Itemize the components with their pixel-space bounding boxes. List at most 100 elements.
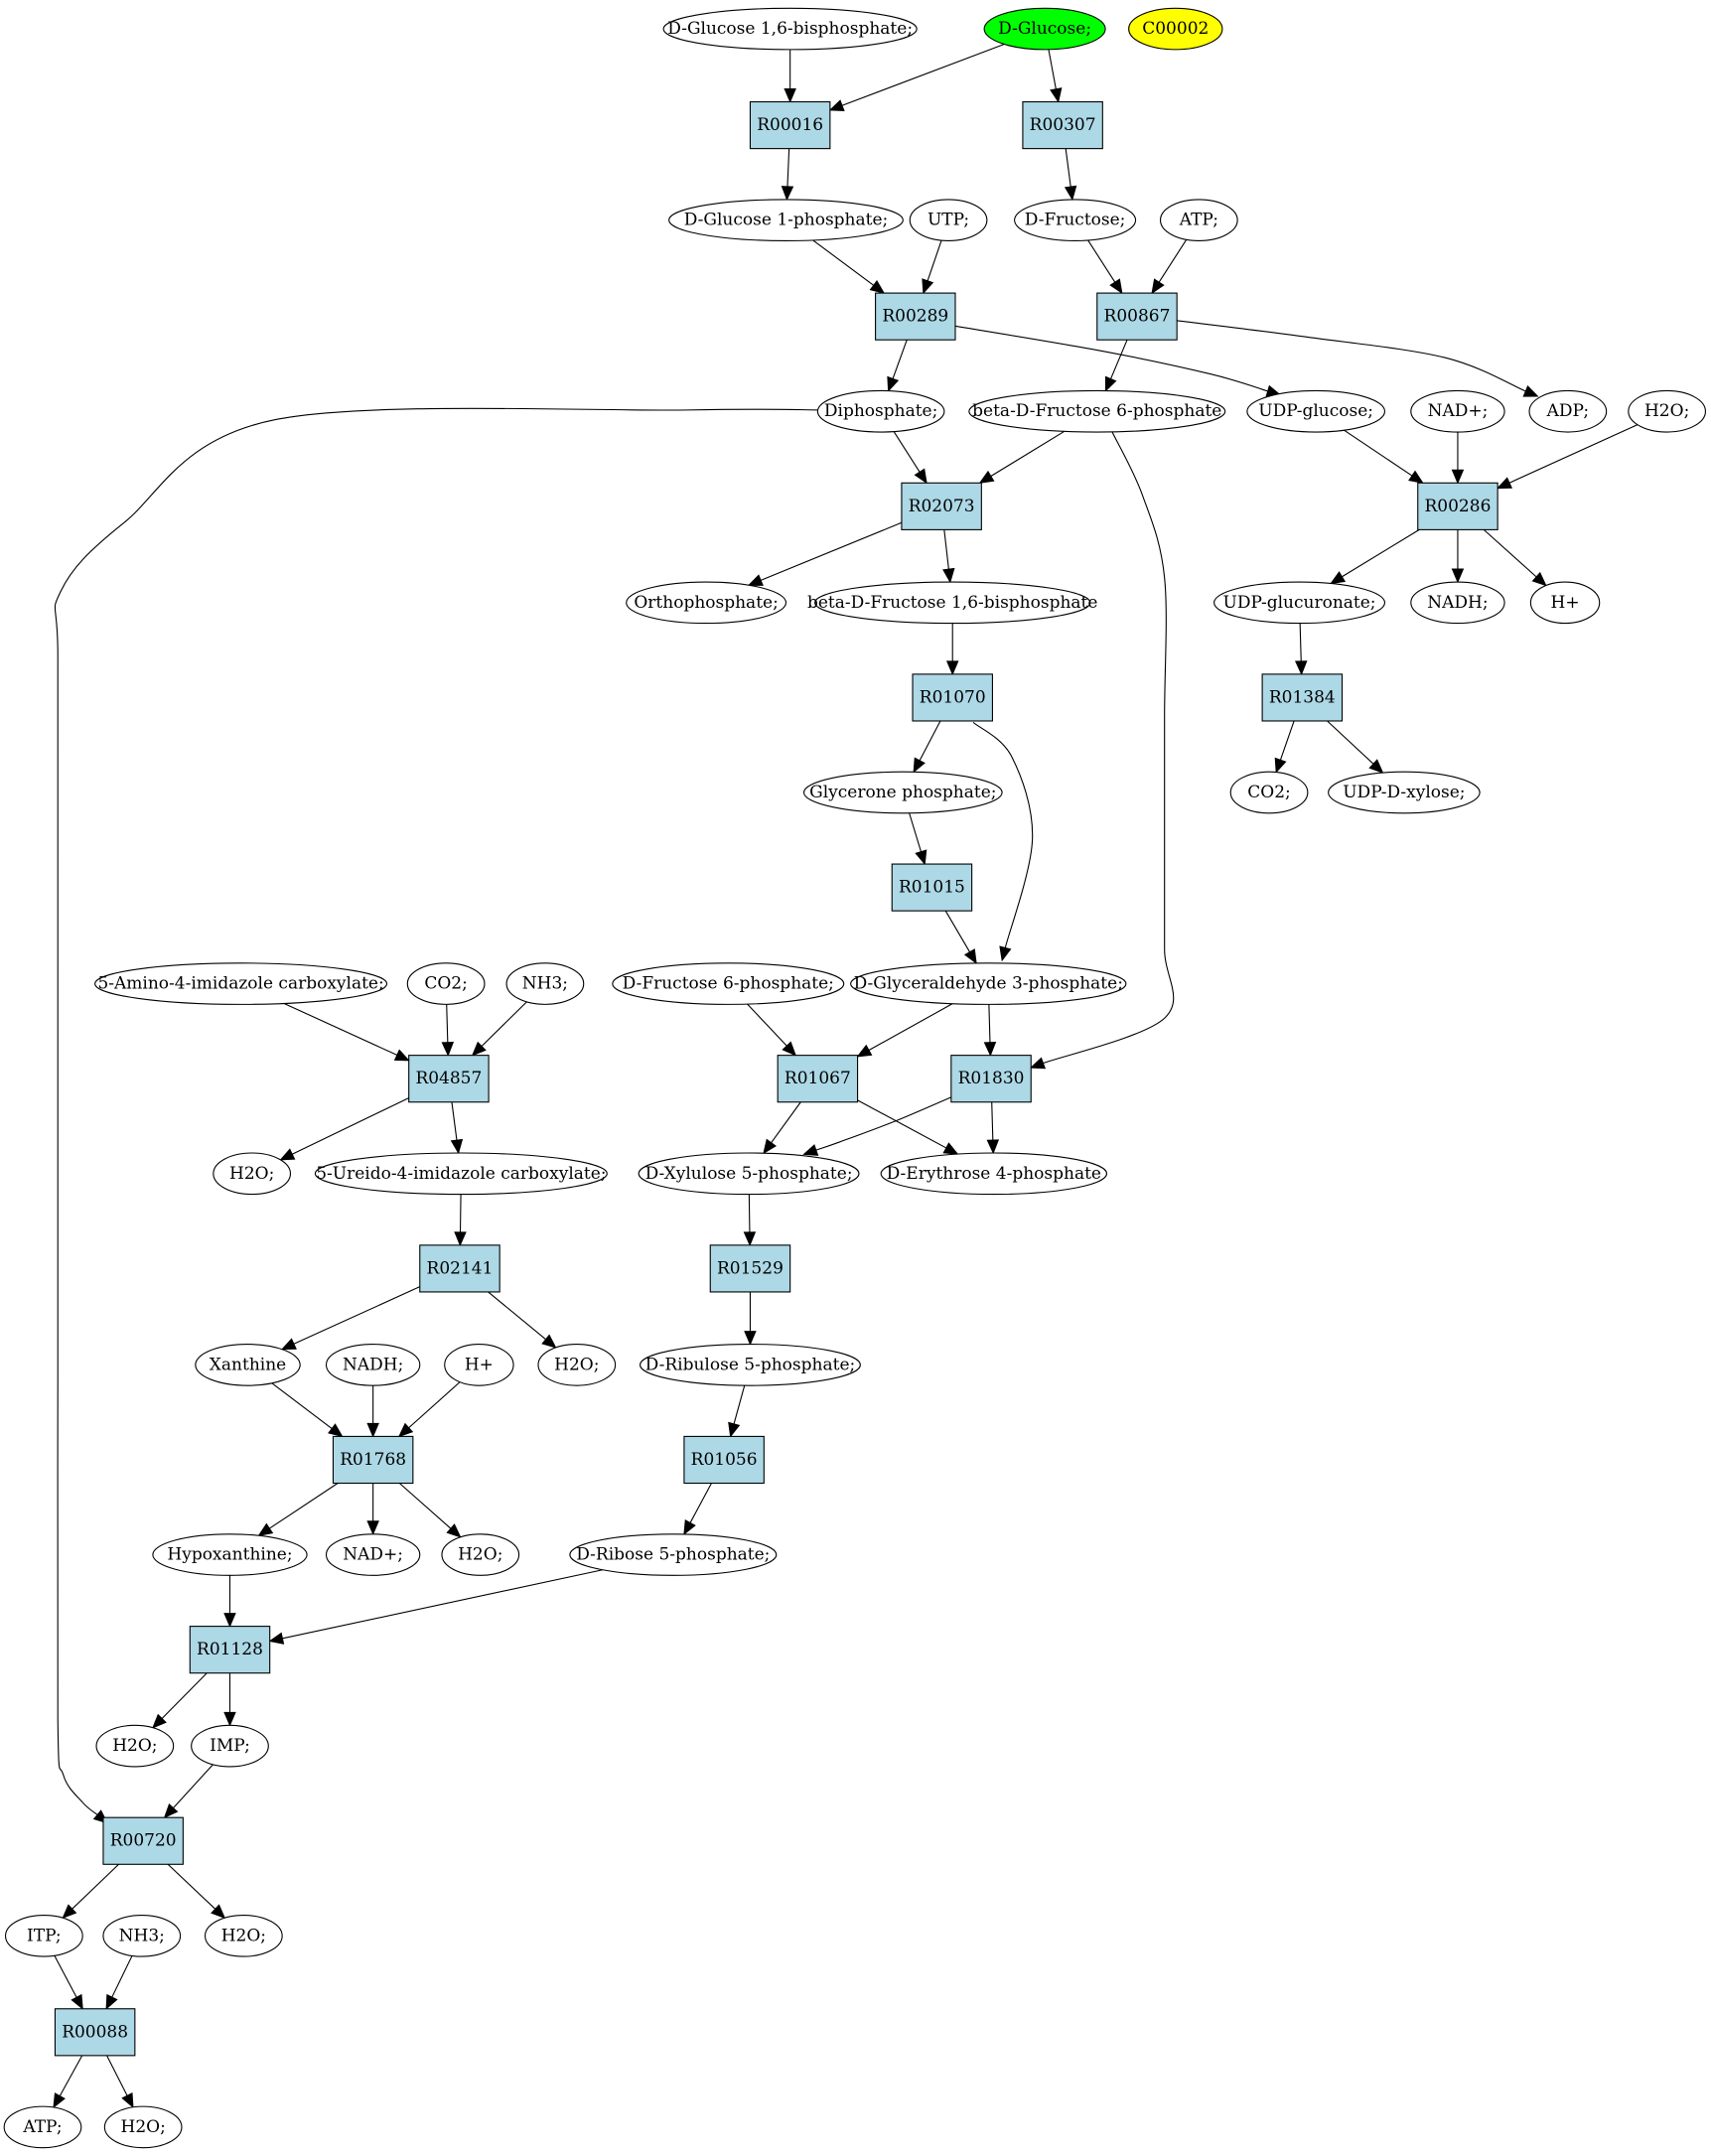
reaction-node-r00867[interactable]: R00867 (1096, 292, 1178, 341)
reaction-node-r01070[interactable]: R01070 (912, 673, 993, 722)
compound-ellipse (814, 581, 1091, 625)
reaction-node-r00289[interactable]: R00289 (875, 292, 956, 341)
node-label: C00002 (1142, 19, 1209, 39)
compound-node-nh3[interactable]: NH3; (505, 962, 585, 1005)
reaction-node-r04857[interactable]: R04857 (408, 1055, 490, 1103)
compound-node-beta-d-fructose-6-phosphate[interactable]: beta-D-Fructose 6-phosphate (968, 389, 1226, 433)
node-label: R01056 (691, 1450, 758, 1470)
edge-c-imp-to-r-R00720 (173, 1764, 214, 1808)
compound-node-d-xylulose-5-phosphate[interactable]: D-Xylulose 5-phosphate; (638, 1152, 860, 1196)
compound-ellipse (662, 7, 918, 51)
edge-c-xanthine-to-r-R01768 (271, 1382, 333, 1429)
edge-c-diphosphate-to-r-R02073-arrowhead (914, 468, 927, 485)
reaction-box (777, 1055, 859, 1103)
compound-node-h2o[interactable]: H2O; (1628, 389, 1707, 433)
compound-node-d-ribose-5-phosphate[interactable]: D-Ribose 5-phosphate; (569, 1533, 778, 1576)
compound-node-d-fructose-6-phosphate[interactable]: D-Fructose 6-phosphate; (612, 962, 845, 1005)
compound-node-h2o[interactable]: H2O; (213, 1152, 292, 1196)
compound-node-orthophosphate[interactable]: Orthophosphate; (626, 581, 787, 625)
reaction-node-r02141[interactable]: R02141 (419, 1244, 500, 1293)
node-label: NH3; (522, 974, 568, 994)
reaction-node-r01128[interactable]: R01128 (189, 1626, 271, 1674)
compound-node-udp-glucuronate[interactable]: UDP-glucuronate; (1213, 581, 1386, 625)
reaction-node-r01056[interactable]: R01056 (683, 1435, 765, 1485)
compound-node-utp[interactable]: UTP; (909, 199, 988, 242)
compound-node-d-erythrose-4-phosphate[interactable]: D-Erythrose 4-phosphate (880, 1152, 1108, 1196)
node-label: NH3; (119, 1926, 165, 1945)
node-label: Orthophosphate; (634, 593, 778, 613)
reaction-node-r01015[interactable]: R01015 (891, 863, 973, 912)
reaction-node-r01067[interactable]: R01067 (777, 1055, 859, 1103)
compound-node-glycerone-phosphate[interactable]: Glycerone phosphate; (802, 771, 1003, 814)
compound-node-itp[interactable]: ITP; (4, 1914, 83, 1957)
compound-node-imp[interactable]: IMP; (191, 1724, 269, 1768)
compound-ellipse (102, 1914, 182, 1957)
compound-ellipse (191, 1724, 269, 1768)
compound-node-d-glucose-1-6-bisphosphate[interactable]: D-Glucose 1,6-bisphosphate; (662, 7, 918, 51)
reaction-node-r00016[interactable]: R00016 (749, 100, 831, 150)
compound-node-d-glucose[interactable]: D-Glucose; (983, 7, 1106, 51)
compound-node-d-ribulose-5-phosphate[interactable]: D-Ribulose 5-phosphate; (640, 1344, 861, 1386)
node-label: D-Glucose 1,6-bisphosphate; (667, 19, 913, 39)
reaction-box (1096, 292, 1178, 341)
compound-node-5-amino-4-imidazole-carboxylate[interactable]: 5-Amino-4-imidazole carboxylate; (94, 962, 388, 1005)
compound-node-nadh[interactable]: NADH; (325, 1344, 421, 1386)
compound-node-atp[interactable]: ATP; (3, 2105, 82, 2149)
reaction-box (102, 1816, 184, 1865)
edge-r-R02141-to-c-xanthine (293, 1286, 421, 1345)
node-label: H2O; (112, 1736, 157, 1756)
compound-node-beta-d-fructose-1-6-bisphosphate[interactable]: beta-D-Fructose 1,6-bisphosphate (807, 581, 1097, 625)
edge-c-f6p-to-r-R01067-arrowhead (782, 1041, 797, 1057)
reaction-node-r00720[interactable]: R00720 (102, 1816, 184, 1865)
compound-node-co2[interactable]: CO2; (1229, 771, 1309, 814)
edge-r-R01070-to-c-g3p-arrowhead (999, 945, 1012, 962)
edge-c-bf6p-to-r-R02073-arrowhead (978, 470, 995, 484)
compound-node-c00002[interactable]: C00002 (1128, 7, 1223, 51)
compound-node-h[interactable]: H+ (444, 1344, 514, 1386)
reaction-node-r00286[interactable]: R00286 (1417, 482, 1498, 530)
compound-node-d-glyceraldehyde-3-phosphate[interactable]: D-Glyceraldehyde 3-phosphate; (850, 962, 1127, 1005)
node-label: D-Ribose 5-phosphate; (576, 1545, 770, 1565)
edge-r-R04857-to-c-5uic-arrowhead (450, 1138, 464, 1155)
edge-c-diphosphate-to-r-R00720 (54, 407, 822, 1815)
edge-r-R01384-to-c-udpxylose-arrowhead (1368, 759, 1384, 774)
compound-node-udp-d-xylose[interactable]: UDP-D-xylose; (1328, 771, 1481, 814)
node-label: UDP-glucuronate; (1223, 593, 1376, 613)
compound-node-udp-glucose[interactable]: UDP-glucose; (1246, 389, 1386, 433)
compound-node-h2o[interactable]: H2O; (537, 1344, 617, 1386)
reaction-node-r01830[interactable]: R01830 (950, 1055, 1032, 1103)
compound-node-adp[interactable]: ADP; (1528, 389, 1608, 433)
compound-node-co2[interactable]: CO2; (406, 962, 486, 1005)
compound-ellipse (802, 771, 1003, 814)
reaction-node-r00088[interactable]: R00088 (54, 2008, 136, 2057)
edge-c-5uic-to-r-R02141-arrowhead (454, 1231, 467, 1247)
compound-node-hypoxanthine[interactable]: Hypoxanthine; (152, 1533, 308, 1576)
reaction-node-r01529[interactable]: R01529 (709, 1244, 791, 1293)
compound-node-nad[interactable]: NAD+; (325, 1533, 421, 1576)
edge-r-R01067-to-c-e4p-arrowhead (942, 1142, 959, 1155)
compound-node-atp[interactable]: ATP; (1159, 199, 1238, 242)
compound-node-xanthine[interactable]: Xanthine (195, 1344, 301, 1386)
compound-node-h2o[interactable]: H2O; (441, 1533, 520, 1576)
node-label: R04857 (415, 1069, 482, 1088)
compound-node-5-ureido-4-imidazole-carboxylate[interactable]: 5-Ureido-4-imidazole carboxylate; (314, 1152, 608, 1196)
compound-node-nh3[interactable]: NH3; (102, 1914, 182, 1957)
compound-node-h[interactable]: H+ (1529, 581, 1601, 625)
compound-node-h2o[interactable]: H2O; (95, 1724, 175, 1768)
compound-node-diphosphate[interactable]: Diphosphate; (816, 389, 945, 433)
compound-node-h2o[interactable]: H2O; (103, 2105, 183, 2149)
reaction-node-r01384[interactable]: R01384 (1261, 673, 1344, 722)
reaction-node-r01768[interactable]: R01768 (332, 1435, 414, 1485)
reaction-node-r02073[interactable]: R02073 (901, 482, 982, 530)
reaction-node-r00307[interactable]: R00307 (1022, 100, 1103, 150)
edge-c-f6p-to-r-R01067 (747, 1003, 787, 1047)
node-label: R01529 (717, 1258, 784, 1278)
compound-node-d-fructose[interactable]: D-Fructose; (1014, 199, 1137, 242)
edge-r-R04857-to-c-5uic (451, 1101, 458, 1141)
compound-node-d-glucose-1-phosphate[interactable]: D-Glucose 1-phosphate; (668, 199, 904, 242)
compound-node-nadh[interactable]: NADH; (1410, 581, 1505, 625)
compound-ellipse (325, 1533, 421, 1576)
edge-r-R00286-to-c-udpgluc-arrowhead (1330, 571, 1347, 585)
compound-node-nad[interactable]: NAD+; (1410, 389, 1505, 433)
compound-node-h2o[interactable]: H2O; (204, 1914, 283, 1957)
